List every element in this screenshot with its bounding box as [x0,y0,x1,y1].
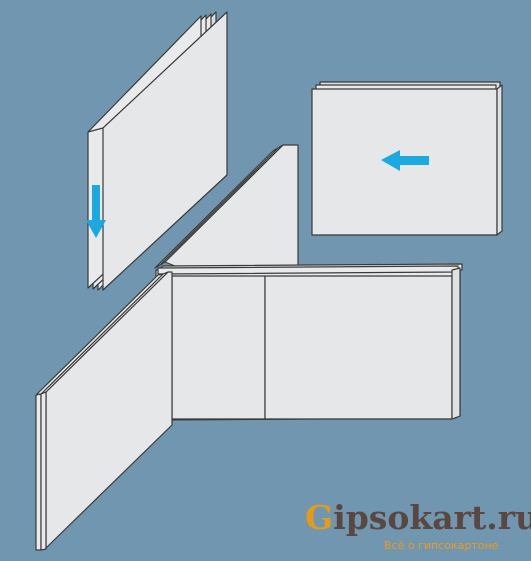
panel-top-left [87,11,228,291]
logo-rest: ipsokart.ru [333,498,531,537]
logo-wordmark: Gipsokart.ru [305,498,531,538]
panel-front-wall [155,263,463,421]
panel-middle-slanted [154,144,299,269]
logo-tagline: Всё о гипсокартоне [384,539,499,552]
arrow-left-icon [381,150,429,171]
arrow-down-icon [86,185,106,238]
panel-bottom-left [35,271,173,551]
site-logo: Gipsokart.ru Всё о гипсокартоне [305,498,531,556]
logo-first-letter: G [305,498,334,537]
panel-top-right [311,81,503,236]
